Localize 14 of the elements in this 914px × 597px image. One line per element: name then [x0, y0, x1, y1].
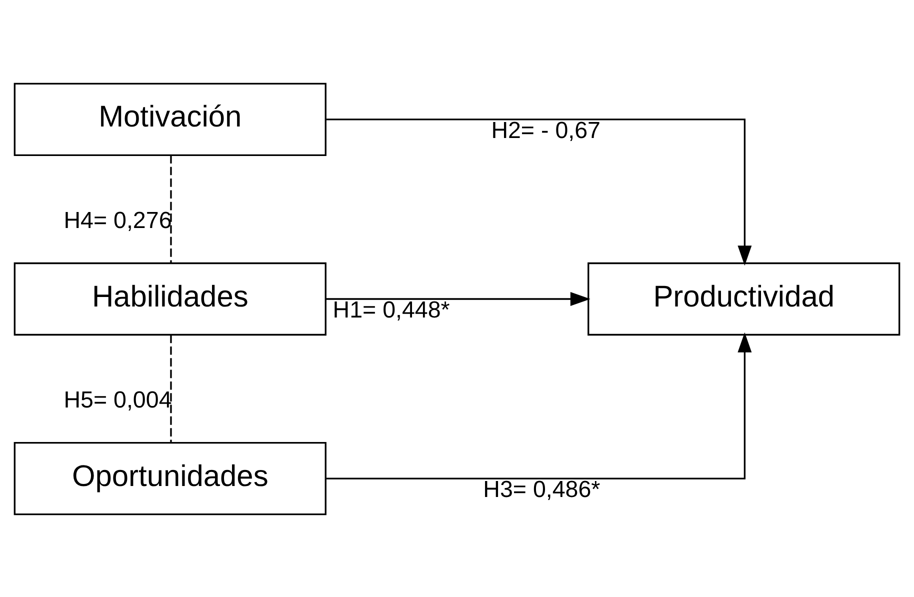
arrow	[326, 118, 752, 266]
node-box: Motivación	[14, 82, 326, 156]
node-box: Oportunidades	[14, 442, 326, 515]
edge-label: H1= 0,448*	[332, 296, 450, 322]
arrow	[326, 332, 752, 479]
arrow	[326, 292, 590, 306]
edge-label: H5= 0,004	[64, 386, 172, 412]
connector	[170, 334, 172, 442]
connector	[170, 154, 172, 263]
node-box: Habilidades	[14, 262, 326, 336]
edge-label: H4= 0,276	[64, 206, 172, 232]
edge-label: H2= - 0,67	[491, 116, 600, 143]
node-box: Productividad	[588, 262, 900, 336]
edge-label: H3= 0,486*	[483, 476, 600, 502]
